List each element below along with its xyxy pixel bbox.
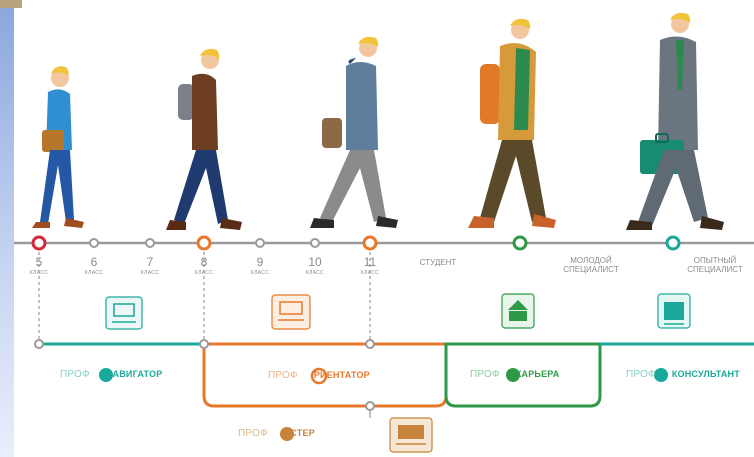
stage-sub: КЛАСС [194,270,214,276]
program-prefix: ПРОФ [268,370,298,381]
stage-label-11: 11 КЛАСС [348,256,392,278]
stage-label-young-specialist: МОЛОДОЙ СПЕЦИАЛИСТ [563,256,619,274]
marker-5 [31,235,47,251]
junction-dot-4 [365,401,375,411]
junction-dot-3 [365,339,375,349]
navigator-logo-icon [99,368,113,382]
left-decor-strip [0,0,14,457]
marker-6 [89,238,99,248]
program-orientator: ПРОФ РИЕНТАТОР [268,370,370,381]
stage-sub: КЛАСС [84,270,104,276]
marker-8 [196,235,212,251]
stage-sub: КЛАСС [29,270,49,276]
school-icon-navigator [105,296,143,330]
stage-num: 5 [35,255,43,269]
junction-dot-2 [199,339,209,349]
orientator-logo-icon [310,367,328,385]
program-navigator: ПРОФ НАВИГАТОР [60,369,162,380]
stage-num: 7 [146,255,154,269]
konsultant-logo-icon [654,368,668,382]
stage-label-7: 7 КЛАСС [128,256,172,278]
company-icon [657,293,691,329]
marker-10 [310,238,320,248]
corner-decor [0,0,22,8]
program-name: АСТЕР [283,428,315,438]
stage-label-student: СТУДЕНТ [419,258,457,267]
program-name: РИЕНТАТОР [313,370,370,380]
program-prefix: ПРОФ [238,428,268,439]
karera-logo-icon [506,368,520,382]
program-name: КАРЬЕРА [515,369,560,379]
stage-sub: КЛАСС [140,270,160,276]
stage-num: 8 [200,255,208,269]
marker-specialist [665,235,681,251]
school-icon-orientator [271,294,311,330]
workshop-icon-master [389,417,433,453]
timeline-markers [31,235,681,251]
line-karera [444,342,602,408]
stage-label-10: 10 КЛАСС [293,256,337,278]
person-teen-11 [310,36,398,228]
program-prefix: ПРОФ [60,369,90,380]
stage-num: 6 [90,255,98,269]
marker-7 [145,238,155,248]
stage-label-8: 8 КЛАСС [182,256,226,278]
program-name: НАВИГАТОР [105,369,163,379]
program-name: КОНСУЛЬТАНТ [671,369,740,379]
stage-label-experienced-specialist: ОПЫТНЫЙ СПЕЦИАЛИСТ [687,256,743,274]
master-logo-icon [280,427,294,441]
person-teen-8 [166,48,242,230]
stage-sub: КЛАСС [250,270,270,276]
university-icon [501,293,535,329]
stage-label-6: 6 КЛАСС [72,256,116,278]
person-student [468,18,556,228]
stage-label-5: 5 КЛАСС [17,256,61,278]
program-karera: ПРОФ КАРЬЕРА [470,369,559,380]
marker-11 [362,235,378,251]
program-master: ПРОФ АСТЕР [238,428,315,439]
program-prefix: ПРОФ [626,369,656,380]
person-schoolchild-5 [32,66,84,228]
stage-num: 9 [256,255,264,269]
stage-sub: КЛАСС [305,270,325,276]
stage-label-9: 9 КЛАСС [238,256,282,278]
marker-student [512,235,528,251]
program-prefix: ПРОФ [470,369,500,380]
person-specialist [626,12,724,230]
marker-9 [255,238,265,248]
stage-num: 10 [308,255,322,269]
junction-dot-1 [34,339,44,349]
stage-num: 11 [363,255,377,269]
program-konsultant: ПРОФ КОНСУЛЬТАНТ [626,369,740,380]
stage-sub: КЛАСС [360,270,380,276]
